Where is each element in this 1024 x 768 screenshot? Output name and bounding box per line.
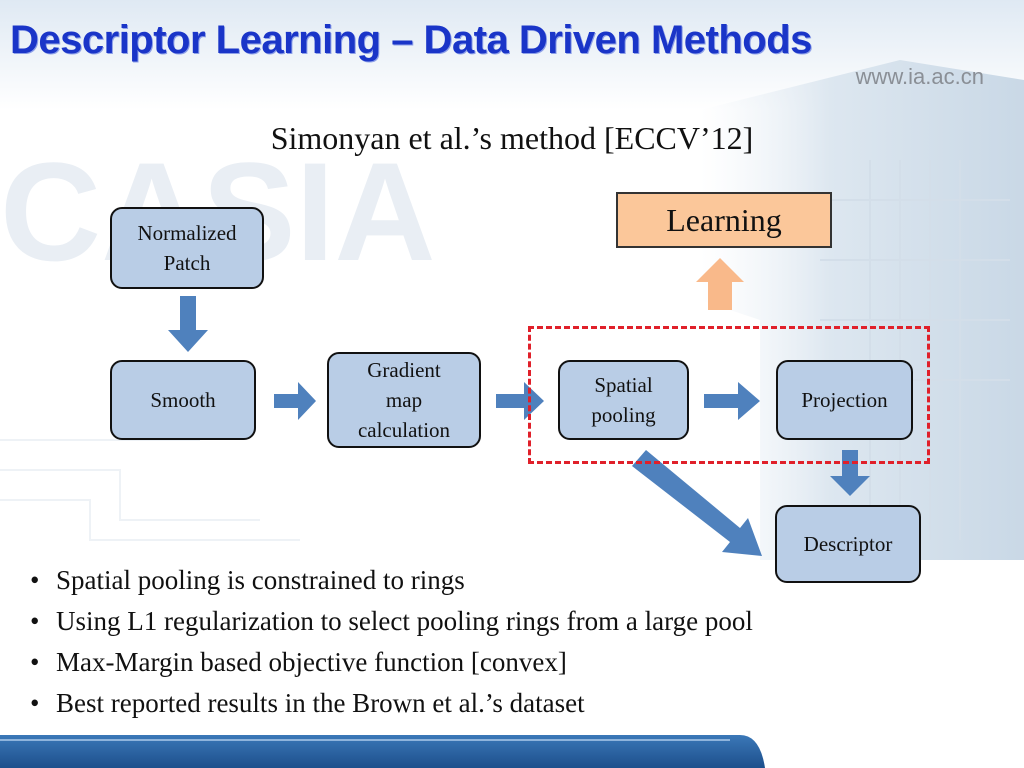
projection-label: Projection (801, 388, 888, 412)
normalized-patch-box: Normalized Patch (110, 207, 264, 289)
bullet-list: • Spatial pooling is constrained to rings… (30, 562, 753, 726)
arrow-up-to-learning (696, 258, 744, 310)
bullet-dot-icon: • (30, 647, 40, 677)
bullet-dot-icon: • (30, 565, 40, 595)
smooth-box: Smooth (110, 360, 256, 440)
website-label: www.ia.ac.cn (855, 64, 984, 89)
bullet-item: • Best reported results in the Brown et a… (30, 685, 753, 726)
arrow-pooling-to-projection (704, 382, 760, 420)
gradient-line-1: Gradient (367, 358, 441, 382)
learning-box: Learning (616, 192, 832, 248)
learning-label: Learning (666, 201, 782, 238)
slide-title: Descriptor Learning – Data Driven Method… (10, 18, 812, 62)
bullet-text: Spatial pooling is constrained to rings (56, 565, 465, 595)
gradient-line-2: map (385, 388, 423, 412)
gradient-line-3: calculation (357, 418, 451, 442)
bullet-item: • Spatial pooling is constrained to rings (30, 562, 753, 603)
normalized-patch-line-2: Patch (163, 251, 211, 275)
bullet-dot-icon: • (30, 688, 40, 718)
bullet-dot-icon: • (30, 606, 40, 636)
slide-subtitle: Simonyan et al.’s method [ECCV’12] (270, 120, 754, 156)
descriptor-label: Descriptor (803, 532, 893, 556)
bullet-item: • Using L1 regularization to select pooli… (30, 603, 753, 644)
learning-region-outline (528, 326, 930, 464)
arrow-projection-to-descriptor (830, 450, 870, 496)
spatial-pooling-line-2: pooling (591, 403, 656, 427)
normalized-patch-line-1: Normalized (137, 221, 237, 245)
bullet-text: Max-Margin based objective function [con… (56, 647, 567, 677)
arrow-pooling-to-descriptor (632, 450, 762, 556)
bullet-text: Using L1 regularization to select poolin… (56, 606, 753, 636)
descriptor-box: Descriptor (775, 505, 921, 583)
bullet-text: Best reported results in the Brown et al… (56, 688, 585, 718)
gradient-box: Gradient map calculation (327, 352, 481, 448)
smooth-label: Smooth (150, 388, 216, 412)
spatial-pooling-line-1: Spatial (594, 373, 653, 397)
arrow-patch-to-smooth (168, 296, 208, 352)
arrow-gradient-to-pooling (496, 382, 544, 420)
projection-box: Projection (776, 360, 913, 440)
spatial-pooling-box: Spatial pooling (558, 360, 689, 440)
arrow-smooth-to-gradient (274, 382, 316, 420)
bullet-item: • Max-Margin based objective function [co… (30, 644, 753, 685)
